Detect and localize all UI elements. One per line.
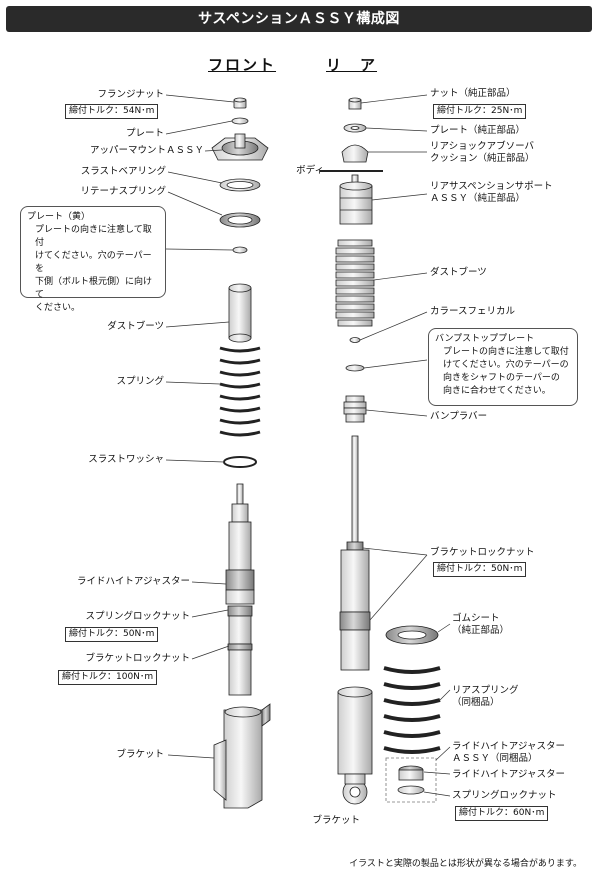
label-front-plate: プレート: [125, 128, 164, 139]
rear-dust-boot-part: [335, 239, 375, 327]
label-rear-plate: プレート（純正部品）: [430, 125, 526, 136]
torque-front-bracket-lock-nut: 締付トルク：100N･m: [58, 670, 158, 685]
label-upper-mount: アッパーマウントＡＳＳＹ: [89, 145, 204, 156]
rear-support-part: [339, 181, 373, 225]
page-title: サスペンションＡＳＳＹ構成図: [198, 11, 400, 27]
rear-rubber-sheet-part: [385, 625, 439, 645]
rear-bump-rubber-part: [343, 395, 367, 423]
front-heading: フロント: [208, 56, 277, 74]
front-plate-part: [231, 117, 249, 125]
rear-shock-part: [339, 435, 371, 671]
torque-rear-spring-lock-nut: 締付トルク：60N･m: [455, 806, 549, 821]
label-rear-bracket: ブラケット: [312, 815, 360, 826]
rear-collar-part: [349, 337, 361, 343]
label-rubber-sheet: ゴムシート （純正部品）: [452, 613, 510, 636]
rear-cushion-part: [341, 144, 369, 163]
rear-bump-plate-part: [345, 364, 365, 372]
rear-bracket-part: [337, 686, 373, 805]
leader-lines: [165, 94, 451, 797]
front-upper-mount-part: [211, 133, 269, 161]
rear-ride-height-part: [397, 765, 425, 795]
front-thrust-bearing-part: [219, 178, 261, 192]
torque-flange-nut: 締付トルク：54N･m: [65, 104, 159, 119]
label-body: ボディ: [296, 165, 324, 176]
front-retainer-spring-part: [219, 212, 261, 228]
front-bracket-part: [213, 703, 271, 809]
front-dust-boot-part: [228, 283, 252, 343]
torque-rear-nut: 締付トルク：25N･m: [433, 104, 527, 119]
front-note-title: プレート（黄）: [27, 212, 91, 222]
footer-note: イラストと実際の製品とは形状が異なる場合があります。: [349, 859, 582, 869]
rear-plate-part: [343, 123, 367, 133]
rear-note-body: プレートの向きに注意して取付 けてください。穴のテーパーの 向きをシャフトのテー…: [443, 347, 569, 396]
label-front-dust-boot: ダストブーツ: [107, 321, 164, 332]
label-rear-bracket-lock-nut: ブラケットロックナット: [430, 547, 535, 558]
label-collar-spherical: カラースフェリカル: [430, 306, 516, 317]
front-shock-part: [225, 483, 255, 696]
torque-front-spring-lock-nut: 締付トルク：50N･m: [65, 627, 159, 642]
rear-ride-height-group: [385, 757, 437, 803]
title-bar: サスペンションＡＳＳＹ構成図: [6, 6, 592, 32]
label-rear-spring-lock-nut: スプリングロックナット: [452, 790, 557, 801]
torque-rear-bracket-lock-nut: 締付トルク：50N･m: [433, 562, 527, 577]
label-front-spring: スプリング: [116, 376, 164, 387]
label-rear-cushion: リアショックアブソーバ クッション（純正部品）: [430, 141, 535, 164]
front-plate-note: プレート（黄） プレートの向きに注意して取付 けてください。穴のテーパーを 下側…: [20, 206, 166, 313]
rear-nut-part: [348, 97, 362, 110]
label-thrust-bearing: スラストベアリング: [80, 166, 166, 177]
label-flange-nut: フランジナット: [97, 89, 164, 100]
label-front-bracket: ブラケット: [116, 749, 164, 760]
label-front-ride-height: ライドハイトアジャスター: [77, 576, 190, 587]
front-note-body: プレートの向きに注意して取付 けてください。穴のテーパーを 下側（ボルト根元側）…: [35, 225, 153, 313]
label-front-spring-lock-nut: スプリングロックナット: [85, 611, 190, 622]
label-rear-nut: ナット（純正部品）: [430, 88, 516, 99]
label-ride-height-assy: ライドハイトアジャスター ＡＳＳＹ（同梱品）: [452, 741, 565, 764]
label-rear-support: リアサスペンションサポート ＡＳＳＹ（純正部品）: [430, 181, 553, 204]
label-rear-ride-height: ライドハイトアジャスター: [452, 769, 565, 780]
front-flange-nut-part: [233, 97, 247, 109]
label-rear-dust-boot: ダストブーツ: [430, 267, 487, 278]
label-retainer-spring: リテーナスプリング: [80, 186, 166, 197]
rear-spring-part: [383, 666, 441, 754]
front-thrust-washer-part: [223, 456, 257, 468]
rear-bump-plate-note: バンプストッププレート プレートの向きに注意して取付 けてください。穴のテーパー…: [428, 328, 578, 406]
rear-heading: リ ア: [326, 56, 378, 74]
label-thrust-washer: スラストワッシャ: [88, 454, 164, 465]
front-spring-part: [219, 346, 261, 437]
rear-note-title: バンプストッププレート: [435, 334, 535, 344]
label-bump-rubber: バンプラバー: [430, 411, 488, 422]
label-front-bracket-lock-nut: ブラケットロックナット: [85, 653, 190, 664]
front-yellow-plate-part: [232, 246, 248, 254]
label-rear-spring: リアスプリング （同梱品）: [452, 685, 519, 708]
